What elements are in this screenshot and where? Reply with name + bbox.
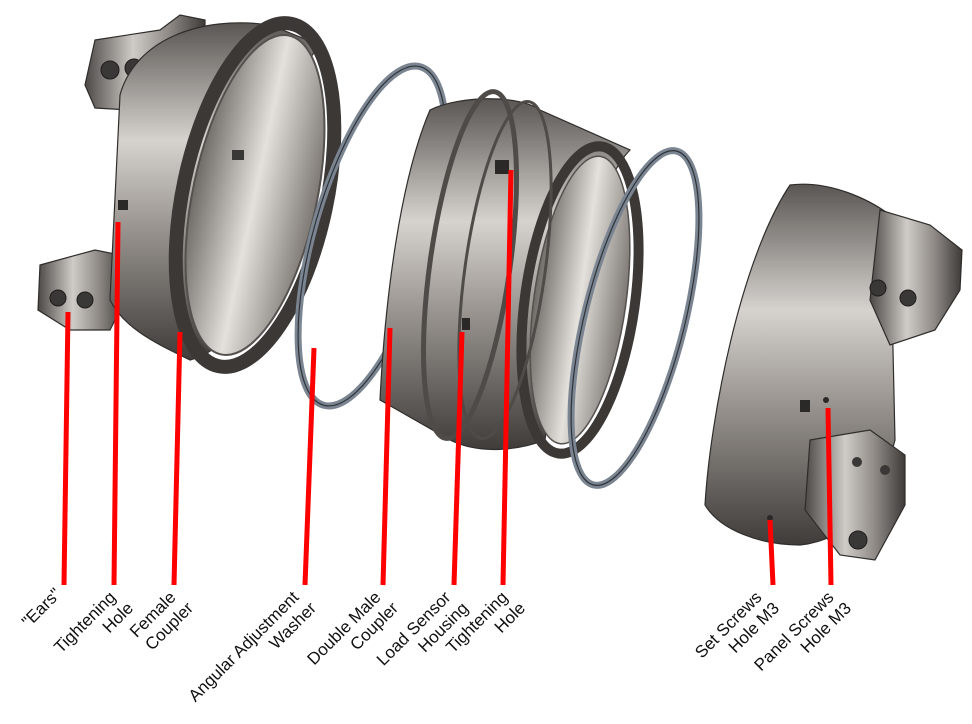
leader-set-screws-hole: [767, 519, 776, 586]
leader-lines: [61, 169, 834, 586]
female-coupler-part: [37, 14, 342, 374]
leader-female-coupler: [171, 331, 183, 586]
leader-ears: [61, 311, 71, 586]
leader-tightening-hole-female: [111, 221, 121, 586]
ear-right-top: [869, 209, 963, 346]
leader-panel-screws-hole: [825, 407, 834, 586]
callout-female-coupler: Female Coupler: [126, 584, 197, 655]
double-male-coupler-part: [379, 89, 644, 459]
leader-double-male-coupler: [380, 327, 393, 586]
callout-ears: "Ears": [18, 584, 65, 631]
leader-load-sensor-housing: [451, 331, 465, 586]
callout-angular-adjustment-washer: Angular Adjustment Washer: [185, 584, 320, 719]
leader-angular-adjustment-washer: [302, 347, 317, 586]
leader-tightening-hole-male: [500, 169, 514, 586]
female-coupler-rim: [168, 16, 342, 374]
female-coupler-right-part: [704, 183, 963, 561]
callout-labels: "Ears" Tightening Hole Female Coupler An…: [18, 584, 855, 719]
